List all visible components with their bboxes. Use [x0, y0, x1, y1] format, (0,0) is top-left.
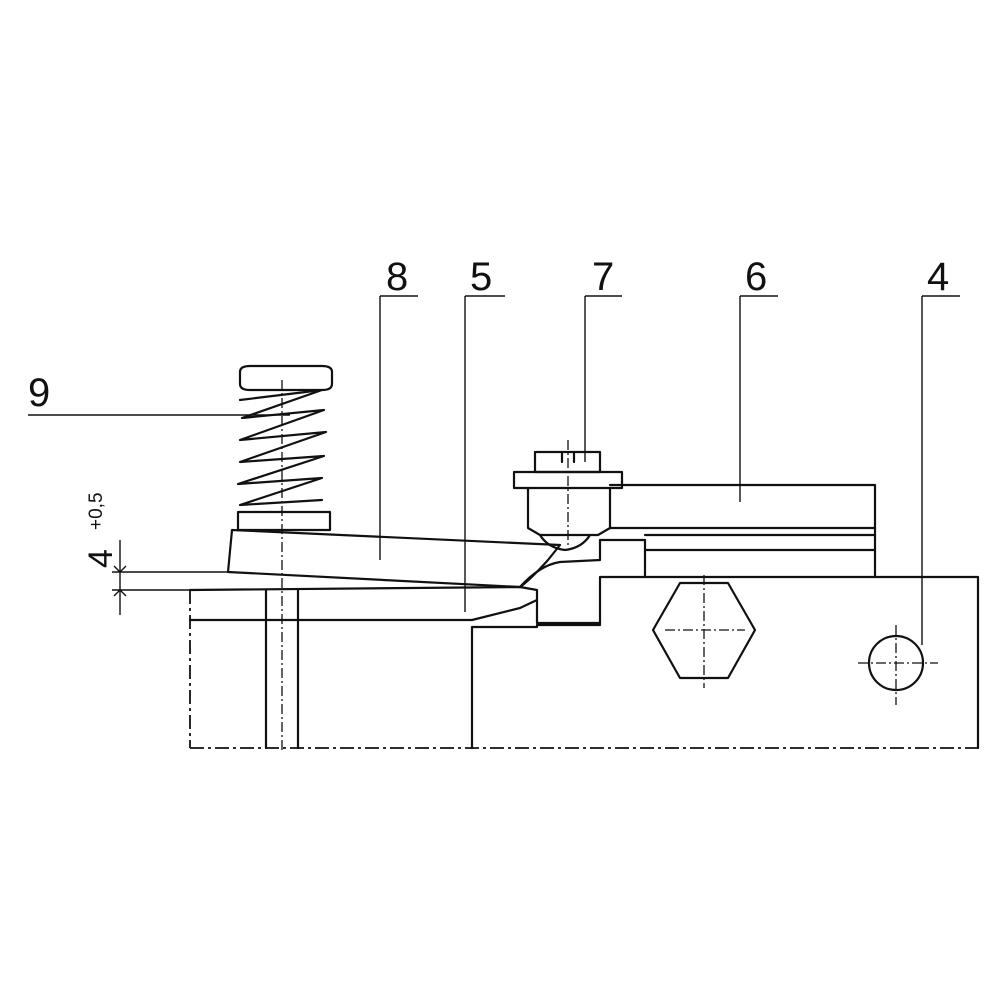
callout-7: 7 [592, 255, 614, 299]
hex-nut [651, 575, 757, 688]
round-hole [858, 625, 938, 705]
callout-9: 9 [28, 371, 50, 415]
leader-lines [28, 295, 960, 645]
callout-5: 5 [470, 255, 492, 299]
screw-7 [512, 440, 624, 552]
callout-6: 6 [745, 255, 767, 299]
lever-8 [226, 528, 562, 589]
dimension-tolerance: +0,5 [86, 492, 107, 530]
plate-6 [608, 483, 877, 579]
callout-8: 8 [386, 255, 408, 299]
spring-9 [236, 364, 334, 750]
dimension-value: 4 [82, 549, 120, 568]
base-block [188, 575, 980, 750]
gap-dimension: 4 +0,5 [82, 492, 230, 615]
callout-4: 4 [927, 255, 949, 299]
